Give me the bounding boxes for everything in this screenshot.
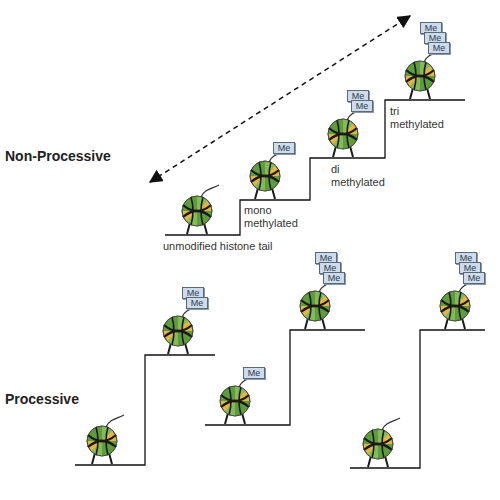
methyl-label: Me (278, 143, 291, 153)
section-heading: Processive (5, 393, 79, 406)
staircase (205, 330, 365, 425)
methyl-tag: Me (351, 100, 373, 112)
nucleosome (405, 50, 442, 99)
methyl-tag: Me (243, 367, 265, 379)
methyl-tag: Me (463, 272, 485, 284)
methyl-label: Me (248, 368, 261, 378)
step-label: unmodified histone tail (163, 240, 303, 253)
methyl-tag: Me (428, 42, 450, 54)
section-heading: Non-Processive (5, 150, 111, 163)
nucleosome (300, 280, 337, 329)
nucleosome (250, 150, 287, 199)
step-label: di methylated (331, 163, 393, 189)
methyl-tag: Me (323, 272, 345, 284)
nucleosome (87, 415, 124, 464)
step-label: mono methylated (244, 204, 306, 230)
staircase (75, 355, 215, 465)
nucleosome (328, 108, 365, 157)
nucleosome (163, 305, 200, 354)
methyl-label: Me (468, 273, 481, 283)
step-label: tri methylated (390, 105, 452, 131)
nucleosome (440, 280, 477, 329)
methyl-label: Me (328, 273, 341, 283)
nucleosome (363, 418, 400, 467)
direction-arrow (150, 16, 410, 182)
methyl-tag: Me (273, 142, 295, 154)
staircase (350, 330, 485, 468)
nucleosome (220, 375, 257, 424)
nucleosome (182, 185, 219, 234)
methyl-label: Me (433, 43, 446, 53)
staircase (165, 100, 465, 235)
methyl-label: Me (356, 101, 369, 111)
methyl-tag: Me (186, 297, 208, 309)
methyl-label: Me (191, 298, 204, 308)
